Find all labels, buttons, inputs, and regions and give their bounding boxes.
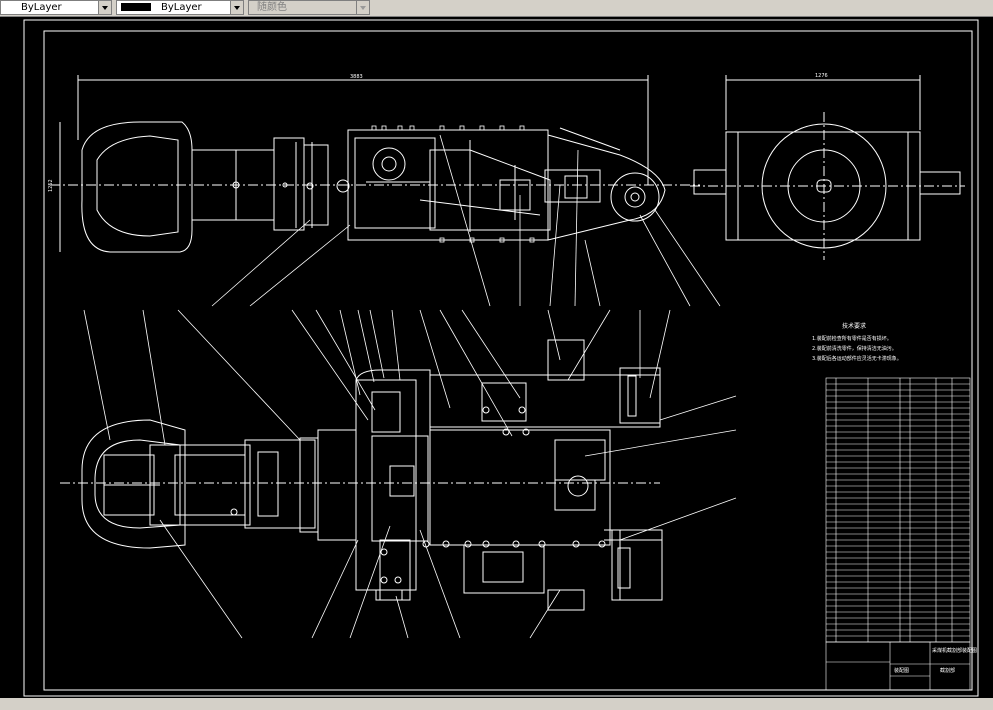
plotstyle-value: 随颜色	[257, 2, 287, 13]
title-line-2: 截割部	[940, 667, 955, 674]
tech-notes-title: 技术要求	[842, 322, 866, 330]
lineweight-dropdown[interactable]: ByLayer	[116, 0, 244, 15]
technical-notes: 技术要求 1.装配前检查所有零件是否有损坏。 2.装配前清洗零件，保持清洁无油污…	[812, 322, 902, 362]
lineweight-value: ByLayer	[161, 2, 202, 13]
tech-note-3: 3.装配后各运动部件应灵活无卡滞现象。	[812, 355, 902, 362]
top-view: 3883 1252	[48, 74, 700, 253]
dim-height-text: 1252	[48, 179, 54, 192]
title-line-1: 采煤机截割部装配图	[932, 647, 977, 654]
cad-drawing: 3883 1252	[23, 19, 979, 697]
front-view	[60, 339, 663, 611]
outer-border	[23, 19, 979, 697]
parts-list-table	[825, 377, 971, 643]
side-view: 1276	[690, 73, 965, 260]
dim-length-text: 3883	[350, 74, 363, 80]
status-bar	[0, 698, 993, 710]
plotstyle-dropdown: 随颜色	[248, 0, 370, 15]
chevron-down-icon[interactable]	[98, 1, 111, 14]
drawing-canvas[interactable]: 3883 1252	[0, 17, 993, 697]
inner-border	[43, 30, 973, 691]
dim-width-text: 1276	[815, 73, 828, 79]
top-leaders	[211, 134, 721, 307]
line-preview-swatch	[121, 3, 151, 11]
linetype-dropdown[interactable]: ByLayer	[0, 0, 112, 15]
sheet-label: 装配图	[894, 667, 909, 674]
chevron-down-icon	[356, 1, 369, 14]
tech-note-1: 1.装配前检查所有零件是否有损坏。	[812, 335, 892, 342]
properties-toolbar: ByLayer ByLayer 随颜色	[0, 0, 993, 17]
linetype-value: ByLayer	[21, 2, 62, 13]
chevron-down-icon[interactable]	[230, 1, 243, 14]
title-block: 采煤机截割部装配图 截割部 装配图	[825, 641, 977, 691]
tech-note-2: 2.装配前清洗零件，保持清洁无油污。	[812, 345, 897, 352]
front-leaders	[83, 309, 737, 639]
